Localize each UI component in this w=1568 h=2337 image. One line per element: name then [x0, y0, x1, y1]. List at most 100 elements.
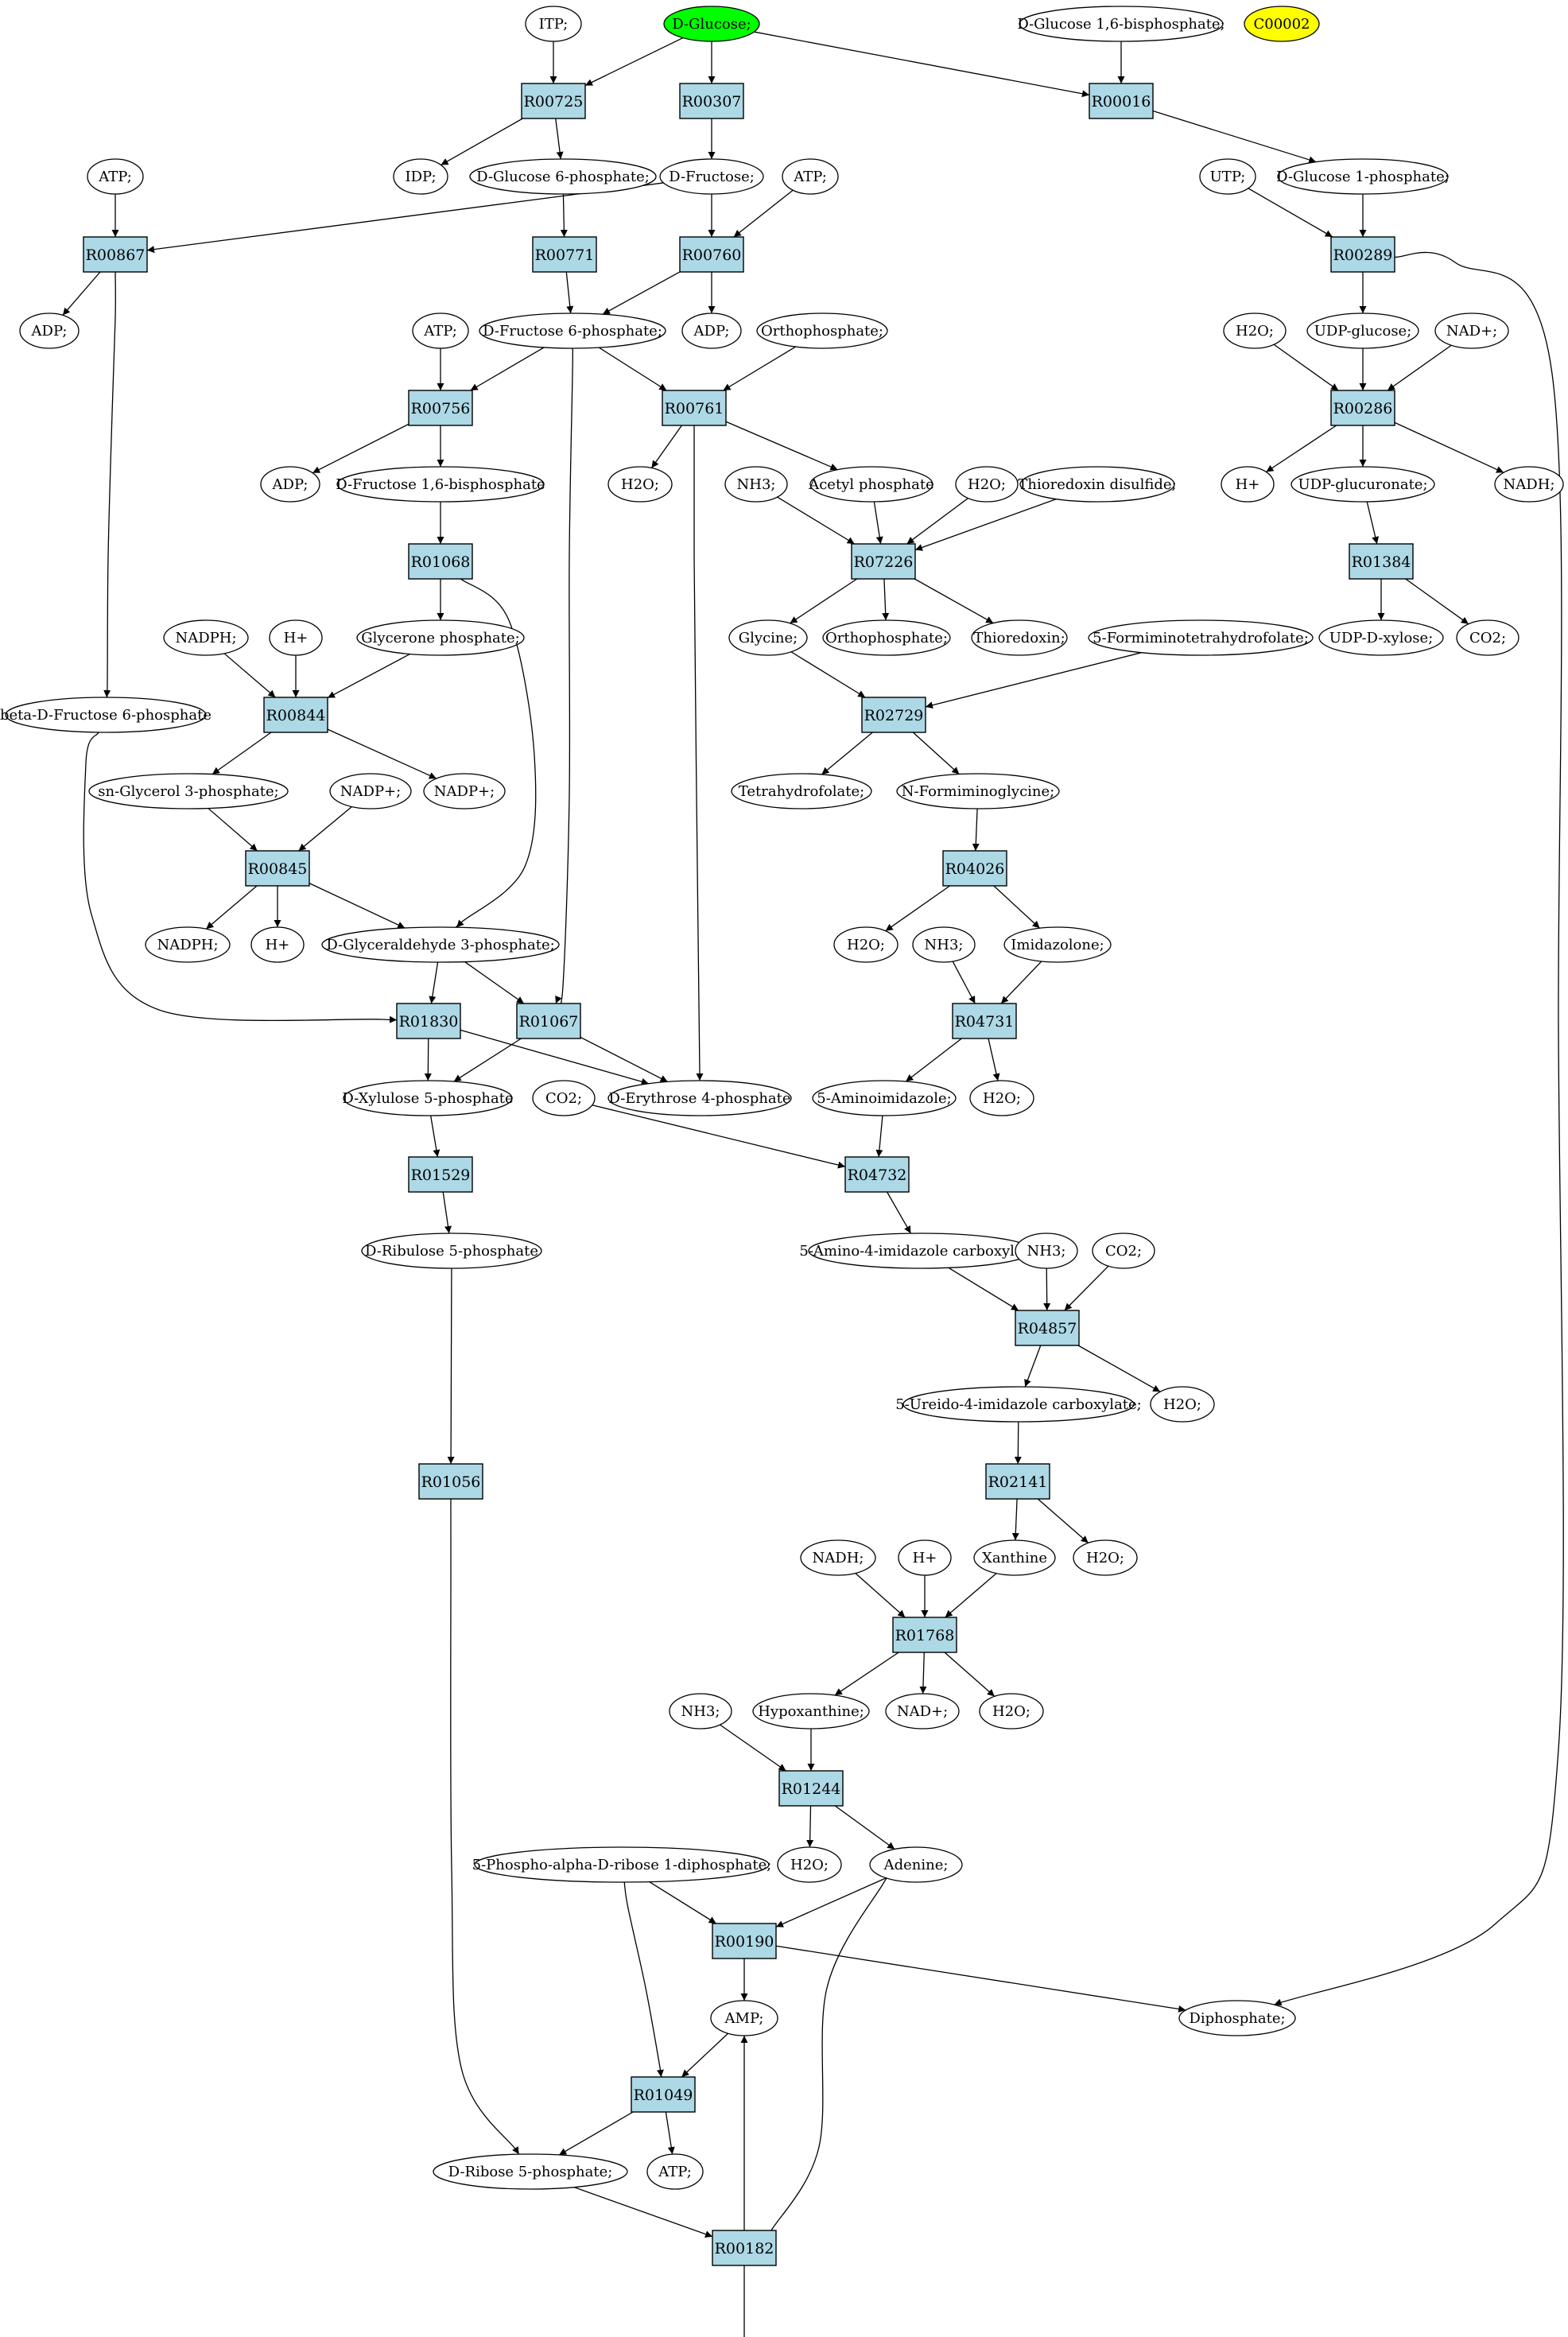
compound-node-g16bp[interactable]: D-Glucose 1,6-bisphosphate; — [1017, 6, 1225, 42]
reaction-node-r01529[interactable]: R01529 — [408, 1156, 473, 1193]
compound-node-ortho1[interactable]: Orthophosphate; — [756, 313, 888, 349]
compound-node-h2o_c[interactable]: H2O; — [955, 466, 1019, 503]
reaction-node-r00844[interactable]: R00844 — [263, 697, 328, 733]
reaction-node-r00190[interactable]: R00190 — [712, 1923, 777, 1959]
compound-node-nadp_a[interactable]: NAD+; — [1434, 313, 1509, 349]
reaction-node-r01768[interactable]: R01768 — [892, 1617, 957, 1653]
compound-node-f6p[interactable]: D-Fructose 6-phosphate; — [479, 313, 666, 349]
compound-node-nh3_d[interactable]: NH3; — [669, 1693, 732, 1729]
reaction-node-r01067[interactable]: R01067 — [516, 1003, 581, 1039]
compound-node-nadpplus_a[interactable]: NADP+; — [423, 773, 506, 809]
compound-node-e4p[interactable]: D-Erythrose 4-phosphate — [607, 1080, 792, 1116]
reaction-node-r01068[interactable]: R01068 — [408, 543, 473, 580]
compound-node-c00002[interactable]: C00002 — [1244, 6, 1320, 42]
compound-node-h2o_d[interactable]: H2O; — [833, 926, 898, 963]
compound-node-h2o_g[interactable]: H2O; — [1073, 1539, 1138, 1576]
reaction-node-r01056[interactable]: R01056 — [418, 1463, 483, 1500]
compound-node-adp1[interactable]: ADP; — [19, 313, 80, 349]
compound-node-hplus_a[interactable]: H+ — [1221, 466, 1275, 503]
compound-node-itp[interactable]: ITP; — [525, 6, 582, 42]
compound-node-adp2[interactable]: ADP; — [681, 313, 742, 349]
reaction-node-r00289[interactable]: R00289 — [1330, 236, 1395, 273]
reaction-node-r00016[interactable]: R00016 — [1089, 83, 1154, 119]
compound-node-nadplus_c[interactable]: NAD+; — [885, 1693, 960, 1729]
reaction-node-r00845[interactable]: R00845 — [245, 850, 310, 887]
compound-node-xu5p[interactable]: D-Xylulose 5-phosphate — [342, 1080, 514, 1116]
compound-node-nadh_b[interactable]: NADH; — [800, 1539, 876, 1576]
reaction-node-r00760[interactable]: R00760 — [679, 236, 744, 273]
compound-node-nadh_a[interactable]: NADH; — [1494, 466, 1564, 503]
compound-node-ortho2[interactable]: Orthophosphate; — [822, 619, 951, 656]
compound-node-nh3_b[interactable]: NH3; — [912, 926, 976, 963]
reaction-node-r00307[interactable]: R00307 — [679, 83, 744, 119]
compound-node-ai[interactable]: 5-Aminoimidazole; — [812, 1080, 957, 1116]
compound-node-atp3[interactable]: ATP; — [412, 313, 469, 349]
compound-node-ru5p[interactable]: D-Ribulose 5-phosphate — [361, 1233, 542, 1269]
compound-node-diphos[interactable]: Diphosphate; — [1178, 2000, 1296, 2036]
compound-node-co2_b[interactable]: CO2; — [532, 1080, 596, 1116]
compound-node-aica[interactable]: 5-Amino-4-imidazole carboxylate; — [799, 1233, 1042, 1269]
compound-node-trxds[interactable]: Thioredoxin disulfide; — [1018, 466, 1177, 503]
compound-node-udpglc[interactable]: UDP-glucose; — [1306, 313, 1419, 349]
compound-node-nh3_a[interactable]: NH3; — [724, 466, 788, 503]
compound-node-xanthine[interactable]: Xanthine — [973, 1539, 1056, 1576]
compound-node-imid[interactable]: Imidazolone; — [1003, 926, 1112, 963]
compound-node-h2o_a[interactable]: H2O; — [1223, 313, 1287, 349]
compound-node-hplus_c[interactable]: H+ — [250, 926, 305, 963]
reaction-node-r00761[interactable]: R00761 — [662, 390, 727, 426]
compound-node-sng3p[interactable]: sn-Glycerol 3-phosphate; — [88, 773, 289, 809]
compound-node-nadpplus_b[interactable]: NADP+; — [329, 773, 412, 809]
compound-node-h2o_i[interactable]: H2O; — [777, 1846, 842, 1883]
reaction-node-r00756[interactable]: R00756 — [408, 390, 473, 426]
compound-node-atp2[interactable]: ATP; — [782, 158, 839, 195]
compound-node-nadph_b[interactable]: NADPH; — [145, 926, 231, 963]
reaction-node-r02141[interactable]: R02141 — [985, 1463, 1050, 1500]
compound-node-prpp[interactable]: 5-Phospho-alpha-D-ribose 1-diphosphate; — [472, 1846, 772, 1883]
compound-node-adenine[interactable]: Adenine; — [869, 1846, 963, 1883]
compound-node-uica[interactable]: 5-Ureido-4-imidazole carboxylate; — [895, 1386, 1142, 1423]
compound-node-f16bp[interactable]: D-Fructose 1,6-bisphosphate — [336, 466, 545, 503]
compound-node-hplus_d[interactable]: H+ — [898, 1539, 952, 1576]
compound-node-hypox[interactable]: Hypoxanthine; — [752, 1693, 870, 1729]
compound-node-g6p[interactable]: D-Glucose 6-phosphate; — [469, 158, 657, 195]
reaction-node-r01830[interactable]: R01830 — [396, 1003, 461, 1039]
reaction-node-r02729[interactable]: R02729 — [861, 697, 926, 733]
reaction-node-r01244[interactable]: R01244 — [778, 1770, 844, 1807]
reaction-node-r00725[interactable]: R00725 — [521, 83, 586, 119]
reaction-node-r04731[interactable]: R04731 — [952, 1003, 1017, 1039]
compound-node-r5p[interactable]: D-Ribose 5-phosphate; — [433, 2153, 628, 2190]
reaction-node-r01049[interactable]: R01049 — [631, 2076, 696, 2113]
compound-node-acp[interactable]: Acetyl phosphate — [808, 466, 934, 503]
reaction-node-r04732[interactable]: R04732 — [844, 1156, 910, 1193]
compound-node-nadph_a[interactable]: NADPH; — [163, 619, 249, 656]
compound-node-glyp[interactable]: Glycerone phosphate; — [356, 619, 525, 656]
reaction-node-r04857[interactable]: R04857 — [1015, 1310, 1080, 1346]
reaction-node-r00867[interactable]: R00867 — [83, 236, 148, 273]
compound-node-trx[interactable]: Thioredoxin; — [971, 619, 1068, 656]
compound-node-nfg[interactable]: N-Formiminoglycine; — [896, 773, 1060, 809]
compound-node-atp4[interactable]: ATP; — [646, 2153, 704, 2190]
compound-node-hplus_b[interactable]: H+ — [269, 619, 323, 656]
compound-node-h2o_b[interactable]: H2O; — [607, 466, 673, 503]
compound-node-fructose[interactable]: D-Fructose; — [659, 158, 764, 195]
reaction-node-r01384[interactable]: R01384 — [1349, 543, 1414, 580]
compound-node-bf6p[interactable]: beta-D-Fructose 6-phosphate — [0, 697, 212, 733]
compound-node-co2_a[interactable]: CO2; — [1456, 619, 1519, 656]
compound-node-amp[interactable]: AMP; — [710, 2000, 778, 2036]
compound-node-adp3[interactable]: ADP; — [260, 466, 320, 503]
compound-node-udpgla[interactable]: UDP-glucuronate; — [1290, 466, 1435, 503]
reaction-node-r04026[interactable]: R04026 — [942, 850, 1007, 887]
reaction-node-r00286[interactable]: R00286 — [1330, 390, 1395, 426]
compound-node-glucose[interactable]: D-Glucose; — [663, 6, 760, 42]
compound-node-co2_c[interactable]: CO2; — [1092, 1233, 1155, 1269]
reaction-node-r07226[interactable]: R07226 — [851, 543, 916, 580]
compound-node-udpxyl[interactable]: UDP-D-xylose; — [1318, 619, 1444, 656]
compound-node-h2o_h[interactable]: H2O; — [979, 1693, 1044, 1729]
reaction-node-r00182[interactable]: R00182 — [712, 2230, 777, 2266]
compound-node-h2o_f[interactable]: H2O; — [1150, 1386, 1215, 1423]
compound-node-glycine[interactable]: Glycine; — [728, 619, 808, 656]
compound-node-utp[interactable]: UTP; — [1199, 158, 1256, 195]
compound-node-idp[interactable]: IDP; — [393, 158, 448, 195]
compound-node-h2o_e[interactable]: H2O; — [969, 1080, 1034, 1116]
compound-node-fithf[interactable]: 5-Formiminotetrahydrofolate; — [1088, 619, 1314, 656]
